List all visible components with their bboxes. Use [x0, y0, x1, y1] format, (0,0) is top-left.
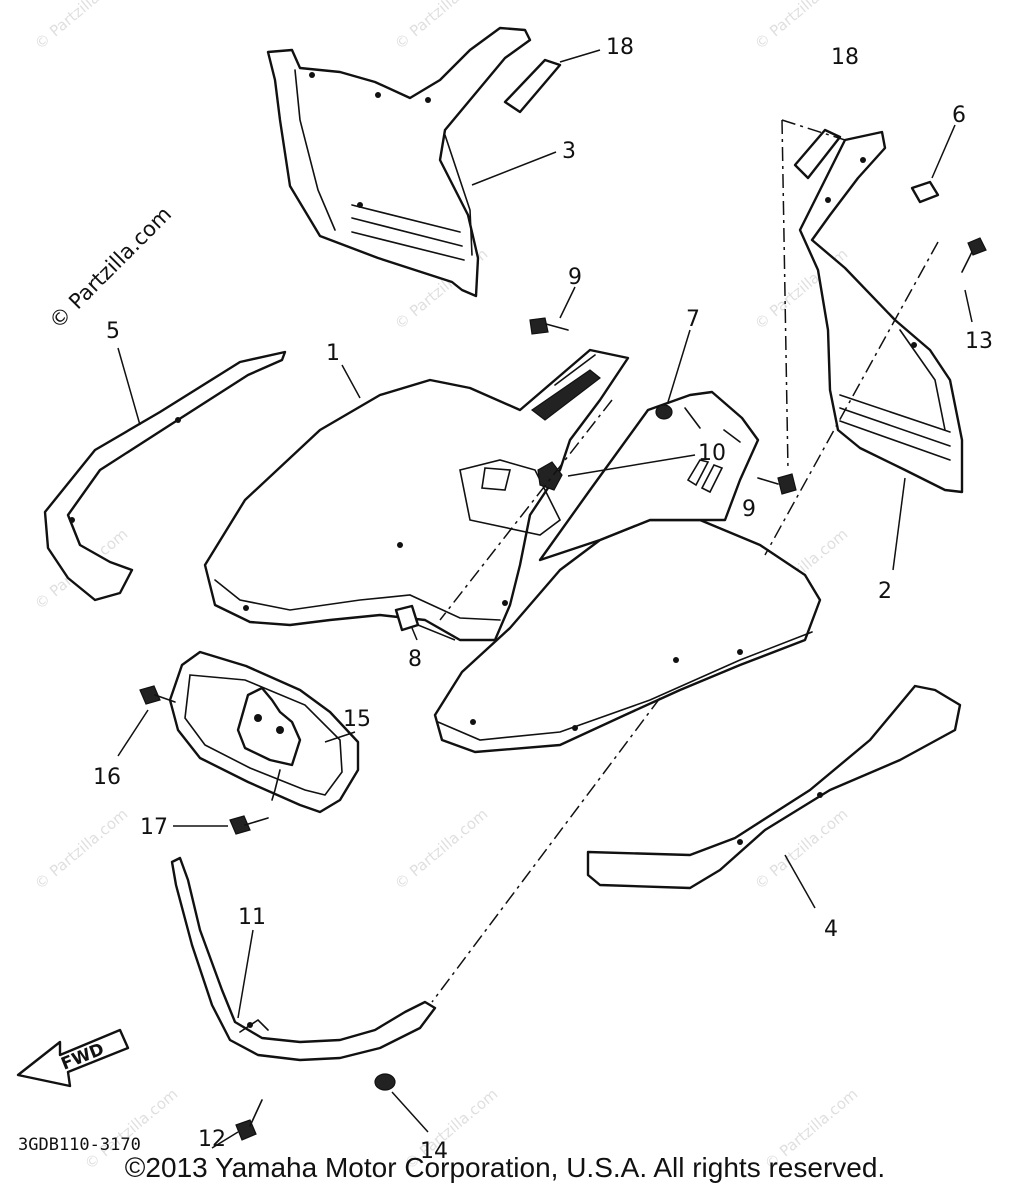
callout-1: 1	[326, 341, 340, 366]
callout-14: 14	[420, 1139, 448, 1164]
part-9-bolt-right	[757, 473, 797, 495]
diagram-code: 3GDB110-3170	[18, 1135, 141, 1155]
side-watermark: © Partzilla.com	[45, 202, 177, 334]
part-12-bolt	[235, 1099, 263, 1141]
callout-15: 15	[343, 707, 371, 732]
leader-lines	[117, 49, 973, 1149]
part-18-pad-left	[503, 58, 562, 114]
part-15-headlight-bracket	[168, 650, 360, 814]
part-10-fastener	[537, 461, 563, 491]
callout-18-right: 18	[831, 45, 859, 70]
part-1-front-fender	[203, 348, 630, 642]
part-13-bolt	[961, 237, 987, 273]
callout-11: 11	[238, 905, 266, 930]
dashed-reference-lines	[431, 119, 939, 1003]
callout-10: 10	[698, 441, 726, 466]
part-5-left-trim	[43, 350, 287, 602]
rear-fender-body	[433, 390, 822, 754]
callout-12: 12	[198, 1127, 226, 1152]
part-6-pin	[910, 180, 940, 204]
fwd-arrow-icon: FWD	[16, 1028, 130, 1088]
part-4-right-trim	[586, 684, 962, 890]
part-2-right-side-panel	[798, 130, 964, 494]
callout-3: 3	[562, 139, 576, 164]
watermark: © Partzilla.com	[31, 805, 131, 893]
copyright-notice: ©2013 Yamaha Motor Corporation, U.S.A. A…	[124, 1152, 886, 1183]
callout-7: 7	[686, 307, 700, 332]
part-18-pad-right	[793, 128, 842, 180]
callout-13: 13	[965, 329, 993, 354]
callout-9-right: 9	[742, 497, 756, 522]
part-7-grommet	[655, 404, 673, 420]
watermark: © Partzilla.com	[31, 0, 131, 53]
part-17-bolt	[229, 815, 269, 835]
callout-5: 5	[106, 319, 120, 344]
callout-18-left: 18	[606, 35, 634, 60]
callout-8: 8	[408, 647, 422, 672]
callout-6: 6	[952, 103, 966, 128]
callout-4: 4	[824, 917, 838, 942]
part-11-brace	[170, 856, 437, 1062]
callout-9-upper: 9	[568, 265, 582, 290]
watermark: © Partzilla.com	[391, 805, 491, 893]
callout-2: 2	[878, 579, 892, 604]
callout-labels: 1 2 3 4 5 6 7 8 9 9 10 11 12 13 14 15 16…	[93, 35, 993, 1164]
callout-17: 17	[140, 815, 168, 840]
part-3-left-side-panel	[266, 26, 532, 298]
part-9-bolt-upper	[529, 317, 569, 335]
part-14-nut	[374, 1073, 396, 1091]
callout-16: 16	[93, 765, 121, 790]
part-16-bolt	[139, 685, 176, 705]
